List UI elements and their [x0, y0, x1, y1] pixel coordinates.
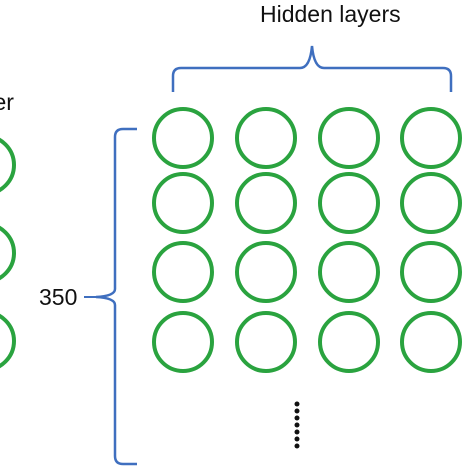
hidden-neuron [400, 172, 462, 234]
hidden-neuron [318, 107, 380, 169]
hidden-neuron [235, 241, 297, 303]
input-neuron [0, 225, 16, 281]
input-layer-label: ver [0, 89, 14, 115]
hidden-neuron [318, 172, 380, 234]
hidden-neuron [318, 311, 380, 373]
hidden-neuron [152, 241, 214, 303]
input-neuron [0, 313, 16, 369]
hidden-neuron [235, 107, 297, 169]
hidden-neuron [152, 311, 214, 373]
hidden-layers-label: Hidden layers [260, 1, 401, 27]
hidden-layers-bracket [171, 45, 453, 92]
hidden-neuron [400, 107, 462, 169]
hidden-neuron [152, 107, 214, 169]
input-neuron [0, 137, 16, 193]
vertical-ellipsis [294, 401, 300, 449]
hidden-neuron [152, 172, 214, 234]
hidden-neuron [318, 241, 380, 303]
hidden-neuron [400, 311, 462, 373]
hidden-neuron [235, 311, 297, 373]
hidden-neuron [235, 172, 297, 234]
neuron-count-label: 350 [39, 284, 78, 310]
neuron-count-bracket [95, 127, 137, 466]
hidden-neuron [400, 241, 462, 303]
